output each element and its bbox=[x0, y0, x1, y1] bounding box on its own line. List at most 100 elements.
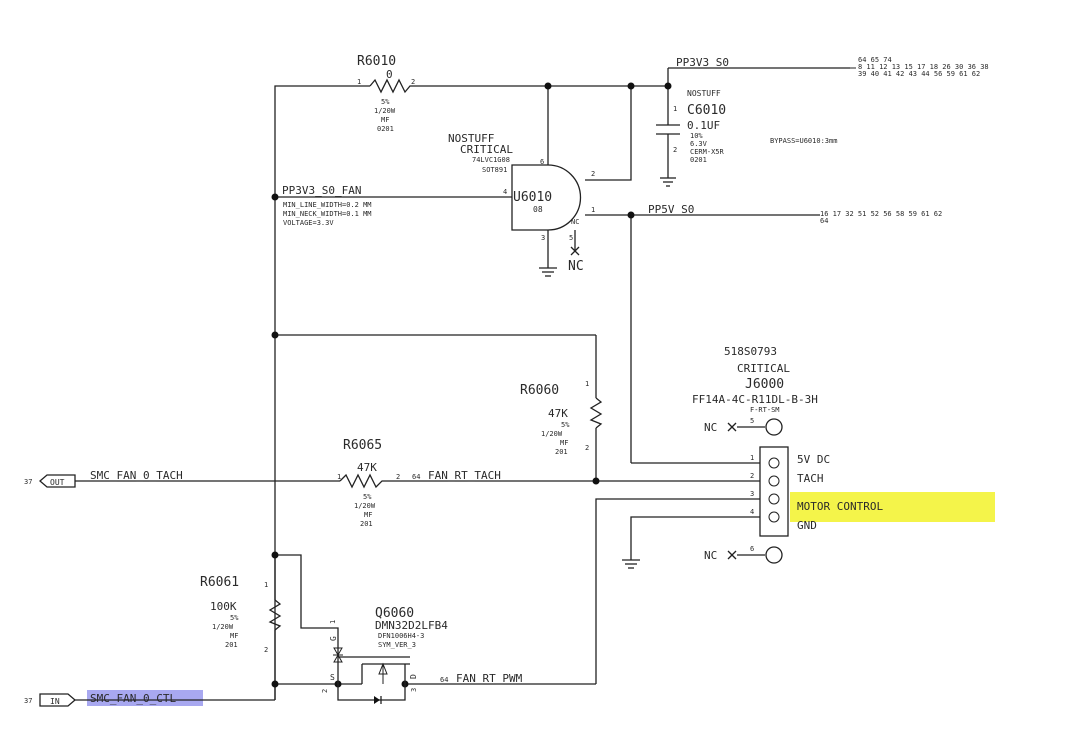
resistor-r6060: R6060 1 47K 5% 1/20W MF 201 2 bbox=[520, 380, 603, 456]
c6010-bypass: BYPASS=U6010:3mm bbox=[770, 137, 837, 145]
r6065-value: 47K bbox=[357, 461, 377, 474]
resistor-r6010: R6010 0 1 2 5% 1/20W MF 0201 bbox=[357, 54, 415, 133]
j6000-pin-num-4: 4 bbox=[750, 508, 754, 516]
r6010-tol: 5% bbox=[381, 98, 390, 106]
fan-prop-voltage: VOLTAGE=3.3V bbox=[283, 219, 334, 227]
q6060-part: DMN32D2LFB4 bbox=[375, 619, 448, 632]
net-smc-fan-0-ctl: SMC_FAN_0_CTL bbox=[90, 692, 176, 705]
q6060-pin-d: D bbox=[409, 674, 418, 679]
resistor-r6061: R6061 1 100K 5% 1/20W MF 201 2 bbox=[200, 575, 282, 654]
r6060-pin1: 1 bbox=[585, 380, 589, 388]
r6010-pkg: 0201 bbox=[377, 125, 394, 133]
q6060-ref: Q6060 bbox=[375, 606, 414, 621]
out-port-label: OUT bbox=[50, 478, 65, 487]
j6000-pin6: 6 bbox=[750, 545, 754, 553]
u6010-pin4: 4 bbox=[503, 188, 507, 196]
u6010-critical: CRITICAL bbox=[460, 143, 513, 156]
fan-prop-line-width: MIN_LINE_WIDTH=0.2 MM bbox=[283, 201, 372, 209]
j6000-pin-label-1: 5V DC bbox=[797, 453, 830, 466]
u6010-pin2: 2 bbox=[591, 170, 595, 178]
j6000-critical: CRITICAL bbox=[737, 362, 790, 375]
u6010-pin1: 1 bbox=[591, 206, 595, 214]
j6000-pin-num-3: 3 bbox=[750, 490, 754, 498]
r6065-pin1: 1 bbox=[337, 473, 341, 481]
r6061-ref: R6061 bbox=[200, 575, 239, 590]
r6060-type: MF bbox=[560, 439, 568, 447]
u6010-stuff: NOSTUFF bbox=[448, 132, 494, 145]
r6060-value: 47K bbox=[548, 407, 568, 420]
r6060-pin2: 2 bbox=[585, 444, 589, 452]
wires bbox=[75, 67, 850, 701]
r6061-pin1: 1 bbox=[264, 581, 268, 589]
resistor-r6065: R6065 47K 1 2 5% 1/20W MF 201 bbox=[337, 438, 400, 528]
c6010-pin2: 2 bbox=[673, 146, 677, 154]
r6061-value: 100K bbox=[210, 600, 237, 613]
c6010-voltage: 6.3V bbox=[690, 140, 708, 148]
q6060-pin2: 2 bbox=[321, 689, 329, 693]
r6065-ref: R6065 bbox=[343, 438, 382, 453]
j6000-nc-bottom: NC bbox=[704, 549, 717, 562]
j6000-part: FF14A-4C-R11DL-B-3H bbox=[692, 393, 818, 406]
c6010-stuff: NOSTUFF bbox=[687, 89, 721, 98]
capacitor-c6010: NOSTUFF C6010 0.1UF 1 2 10% 6.3V CERM-X5… bbox=[656, 89, 837, 187]
c6010-tol: 10% bbox=[690, 132, 703, 140]
u6010-pin6: 6 bbox=[540, 158, 544, 166]
r6060-power: 1/20W bbox=[541, 430, 563, 438]
in-port-page: 37 bbox=[24, 697, 32, 705]
u6010-nc-label: NC bbox=[568, 259, 584, 274]
ic-u6010: NOSTUFF CRITICAL 74LVC1G08 SOT891 U6010 … bbox=[448, 132, 595, 277]
in-port-label: IN bbox=[50, 697, 60, 706]
r6061-tol: 5% bbox=[230, 614, 239, 622]
r6065-pin2: 2 bbox=[396, 473, 400, 481]
q6060-pin1: 1 bbox=[329, 620, 337, 624]
c6010-pkg: 0201 bbox=[690, 156, 707, 164]
r6065-power: 1/20W bbox=[354, 502, 376, 510]
junctions bbox=[271, 82, 672, 688]
u6010-pin5: 5 bbox=[569, 234, 573, 242]
q6060-pin-g: G bbox=[329, 636, 338, 641]
pp5v-s0-refs-2: 64 bbox=[820, 217, 828, 225]
pp3v3-s0-refs-3: 39 40 41 42 43 44 56 59 61 62 bbox=[858, 70, 980, 78]
out-port-page: 37 bbox=[24, 478, 32, 486]
j6000-pin-label-4: GND bbox=[797, 519, 817, 532]
pp3v3-s0-refs-1: 64 65 74 bbox=[858, 56, 892, 64]
q6060-pin3: 3 bbox=[410, 688, 418, 692]
r6010-value: 0 bbox=[386, 68, 393, 81]
q6060-pkg: DFN1006H4-3 bbox=[378, 632, 424, 640]
q6060-pin-s: S bbox=[330, 673, 335, 682]
r6010-power: 1/20W bbox=[374, 107, 396, 115]
r6060-tol: 5% bbox=[561, 421, 570, 429]
r6010-pin2: 2 bbox=[411, 78, 415, 86]
smc-fan-ctl-highlight bbox=[87, 690, 203, 706]
ground-symbol bbox=[622, 559, 640, 569]
j6000-pin-num-2: 2 bbox=[750, 472, 754, 480]
c6010-ref: C6010 bbox=[687, 103, 726, 118]
r6060-pkg: 201 bbox=[555, 448, 568, 456]
j6000-pin-num-1: 1 bbox=[750, 454, 754, 462]
net-pp3v3-s0-fan: PP3V3_S0_FAN bbox=[282, 184, 361, 197]
pp3v3-s0-refs-2: 8 11 12 13 15 17 18 26 30 36 38 bbox=[858, 63, 989, 71]
u6010-nc-pin: NC bbox=[571, 218, 579, 226]
r6061-pkg: 201 bbox=[225, 641, 238, 649]
c6010-dielectric: CERM-X5R bbox=[690, 148, 725, 156]
net-smc-fan-0-tach: SMC_FAN_0_TACH bbox=[90, 469, 183, 482]
c6010-value: 0.1UF bbox=[687, 119, 720, 132]
net-pp3v3-s0: PP3V3_S0 bbox=[676, 56, 729, 69]
net-fan-rt-pwm: FAN_RT_PWM bbox=[456, 672, 523, 685]
r6065-pkg: 201 bbox=[360, 520, 373, 528]
in-port: 37 IN bbox=[24, 693, 76, 707]
fan-rt-tach-ref: 64 bbox=[412, 473, 420, 481]
pp5v-s0-refs-1: 16 17 32 51 52 56 58 59 61 62 bbox=[820, 210, 942, 218]
j6000-pin-label-3: MOTOR CONTROL bbox=[797, 500, 883, 513]
j6000-pin-label-2: TACH bbox=[797, 472, 824, 485]
r6010-pin1: 1 bbox=[357, 78, 361, 86]
j6000-style: F-RT-SM bbox=[750, 406, 780, 414]
j6000-pn: 518S0793 bbox=[724, 345, 777, 358]
u6010-pkg: SOT891 bbox=[482, 166, 507, 174]
r6061-pin2: 2 bbox=[264, 646, 268, 654]
fan-rt-pwm-ref: 64 bbox=[440, 676, 448, 684]
r6060-ref: R6060 bbox=[520, 383, 559, 398]
net-fan-rt-tach: FAN_RT_TACH bbox=[428, 469, 501, 482]
mosfet-q6060: Q6060 DMN32D2LFB4 DFN1006H4-3 SYM_VER_3 … bbox=[321, 606, 448, 704]
